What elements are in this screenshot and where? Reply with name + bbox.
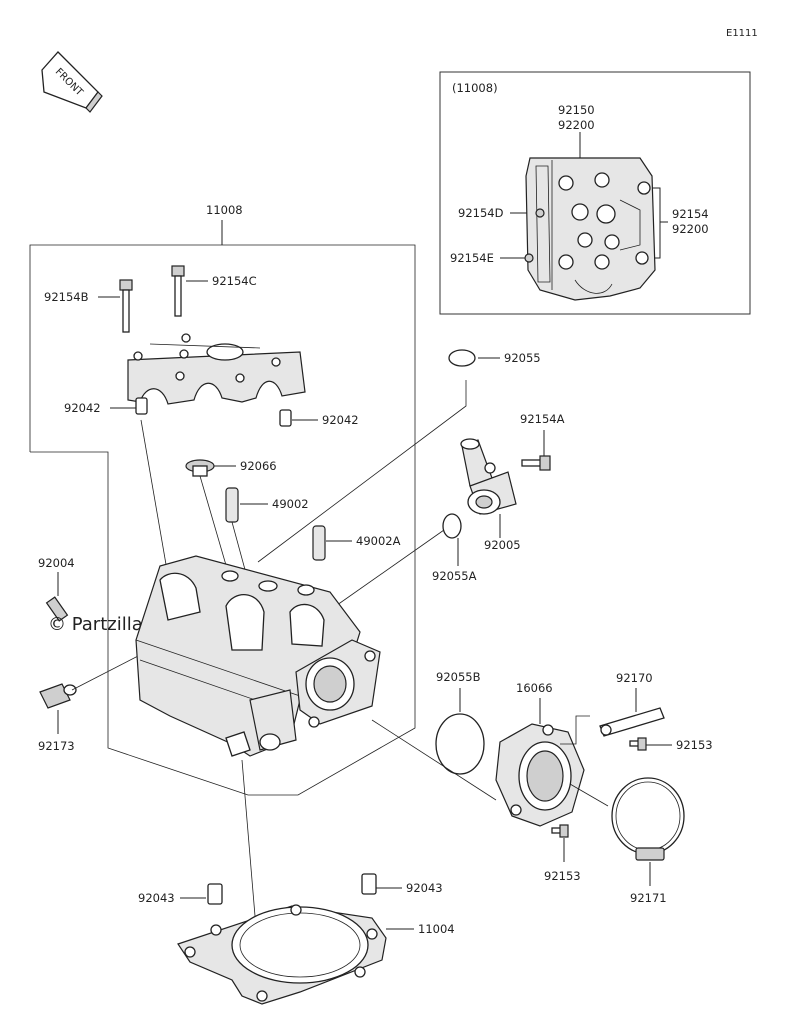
callout-92154c: 92154C <box>212 274 257 288</box>
fitting-92173 <box>39 683 77 709</box>
callout-92055b: 92055B <box>436 670 481 684</box>
callout-92154a: 92154A <box>520 412 565 426</box>
clamp-plate-92170 <box>599 707 665 737</box>
callout-92055a: 92055A <box>432 569 477 583</box>
callout-92055: 92055 <box>504 351 541 365</box>
inset-callout-92200-top: 92200 <box>558 118 595 132</box>
band-92171 <box>611 777 685 861</box>
cylinder-head <box>135 555 381 757</box>
bolt-92154b <box>119 279 133 333</box>
camshaft-holder <box>127 333 306 405</box>
stud-92004 <box>45 596 69 622</box>
callout-92043-right: 92043 <box>406 881 443 895</box>
callout-11008: 11008 <box>206 203 243 217</box>
dowel-92042-right <box>279 409 292 427</box>
inset-callout-92154e: 92154E <box>450 251 494 265</box>
inset-callout-92200-right: 92200 <box>672 222 709 236</box>
guide-49002a <box>312 525 326 561</box>
callout-92153-right: 92153 <box>676 738 713 752</box>
guide-49002 <box>225 487 239 523</box>
carburetor-holder-16066 <box>495 723 585 827</box>
callout-92153-bottom: 92153 <box>544 869 581 883</box>
bolt-92154c <box>171 265 185 317</box>
dowel-92043-right <box>361 873 377 895</box>
callout-11004: 11004 <box>418 922 455 936</box>
callout-92043-left: 92043 <box>138 891 175 905</box>
inset-panel: (11008) 92150 92200 92154 92200 92154D 9… <box>439 71 751 315</box>
bolt-92154a <box>521 455 551 471</box>
callout-92173: 92173 <box>38 739 75 753</box>
callout-92042-left: 92042 <box>64 401 101 415</box>
oring-92055b <box>435 713 485 775</box>
plug-92066 <box>185 459 215 477</box>
inset-callout-92154d: 92154D <box>458 206 504 220</box>
callout-92005: 92005 <box>484 538 521 552</box>
screw-92153-bottom <box>551 824 569 838</box>
callout-92154b: 92154B <box>44 290 89 304</box>
dowel-92043-left <box>207 883 223 905</box>
inset-callout-92154: 92154 <box>672 207 709 221</box>
callout-92042-right: 92042 <box>322 413 359 427</box>
inset-cylinder-head-top-view <box>524 157 656 301</box>
water-outlet-92005 <box>460 438 517 515</box>
callout-92066: 92066 <box>240 459 277 473</box>
callout-49002: 49002 <box>272 497 309 511</box>
diagram-code: E1111 <box>726 28 758 39</box>
dowel-92042-left <box>135 397 148 415</box>
head-gasket-11004 <box>177 904 387 1005</box>
callout-92171: 92171 <box>630 891 667 905</box>
front-arrow-icon: FRONT <box>41 51 103 113</box>
oring-92055a <box>442 513 462 539</box>
inset-callout-92150: 92150 <box>558 103 595 117</box>
callout-92170: 92170 <box>616 671 653 685</box>
oring-92055 <box>448 349 476 367</box>
callout-92004: 92004 <box>38 556 75 570</box>
callout-16066: 16066 <box>516 681 553 695</box>
screw-92153-right <box>629 737 647 751</box>
callout-49002a: 49002A <box>356 534 401 548</box>
inset-title: (11008) <box>452 81 498 95</box>
